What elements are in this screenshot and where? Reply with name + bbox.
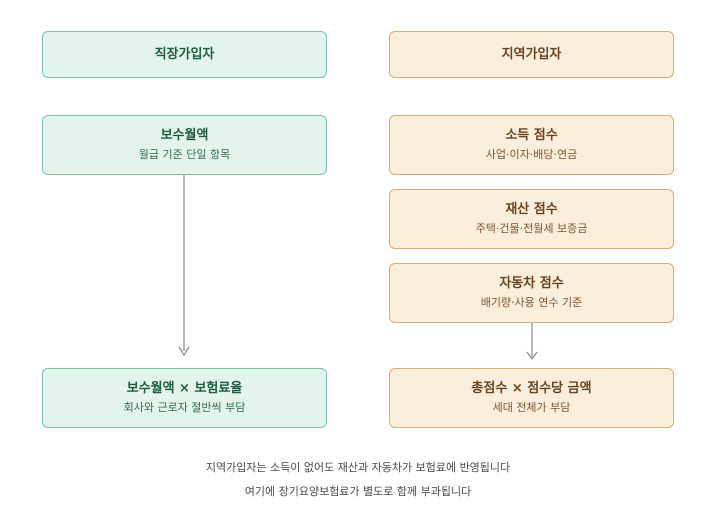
income-score-title: 소득 점수 [505, 128, 558, 143]
footer-note-line1: 지역가입자는 소득이 없어도 재산과 자동차가 보험료에 반영됩니다 [205, 461, 511, 474]
employee-premium-result-box: 보수월액 × 보험료율 회사와 근로자 절반씩 부담 [42, 368, 327, 428]
property-score-title: 재산 점수 [505, 202, 558, 217]
right-flow-arrow [526, 323, 538, 361]
income-score-subtitle: 사업·이자·배당·연금 [485, 148, 578, 161]
employee-subscriber-header: 직장가입자 [42, 31, 327, 78]
monthly-salary-box: 보수월액 월급 기준 단일 항목 [42, 115, 327, 175]
property-score-box: 재산 점수 주택·건물·전월세 보증금 [389, 189, 674, 249]
employee-premium-burden: 회사와 근로자 절반씩 부담 [123, 401, 246, 414]
regional-subscriber-label: 지역가입자 [501, 46, 562, 62]
monthly-salary-title: 보수월액 [160, 128, 209, 143]
regional-premium-burden: 세대 전체가 부담 [492, 401, 571, 414]
regional-subscriber-header: 지역가입자 [389, 31, 674, 78]
property-score-subtitle: 주택·건물·전월세 보증금 [475, 222, 588, 235]
regional-premium-result-box: 총점수 × 점수당 금액 세대 전체가 부담 [389, 368, 674, 428]
regional-premium-formula: 총점수 × 점수당 금액 [471, 381, 592, 396]
footer-note-line2: 여기에 장기요양보험료가 별도로 함께 부과됩니다 [244, 485, 472, 498]
income-score-box: 소득 점수 사업·이자·배당·연금 [389, 115, 674, 175]
monthly-salary-subtitle: 월급 기준 단일 항목 [138, 148, 231, 161]
car-score-subtitle: 배기량·사용 연수 기준 [480, 296, 583, 309]
car-score-box: 자동차 점수 배기량·사용 연수 기준 [389, 263, 674, 323]
employee-subscriber-label: 직장가입자 [154, 46, 215, 62]
car-score-title: 자동차 점수 [499, 276, 564, 291]
left-flow-arrow [178, 175, 190, 357]
employee-premium-formula: 보수월액 × 보험료율 [126, 381, 243, 396]
